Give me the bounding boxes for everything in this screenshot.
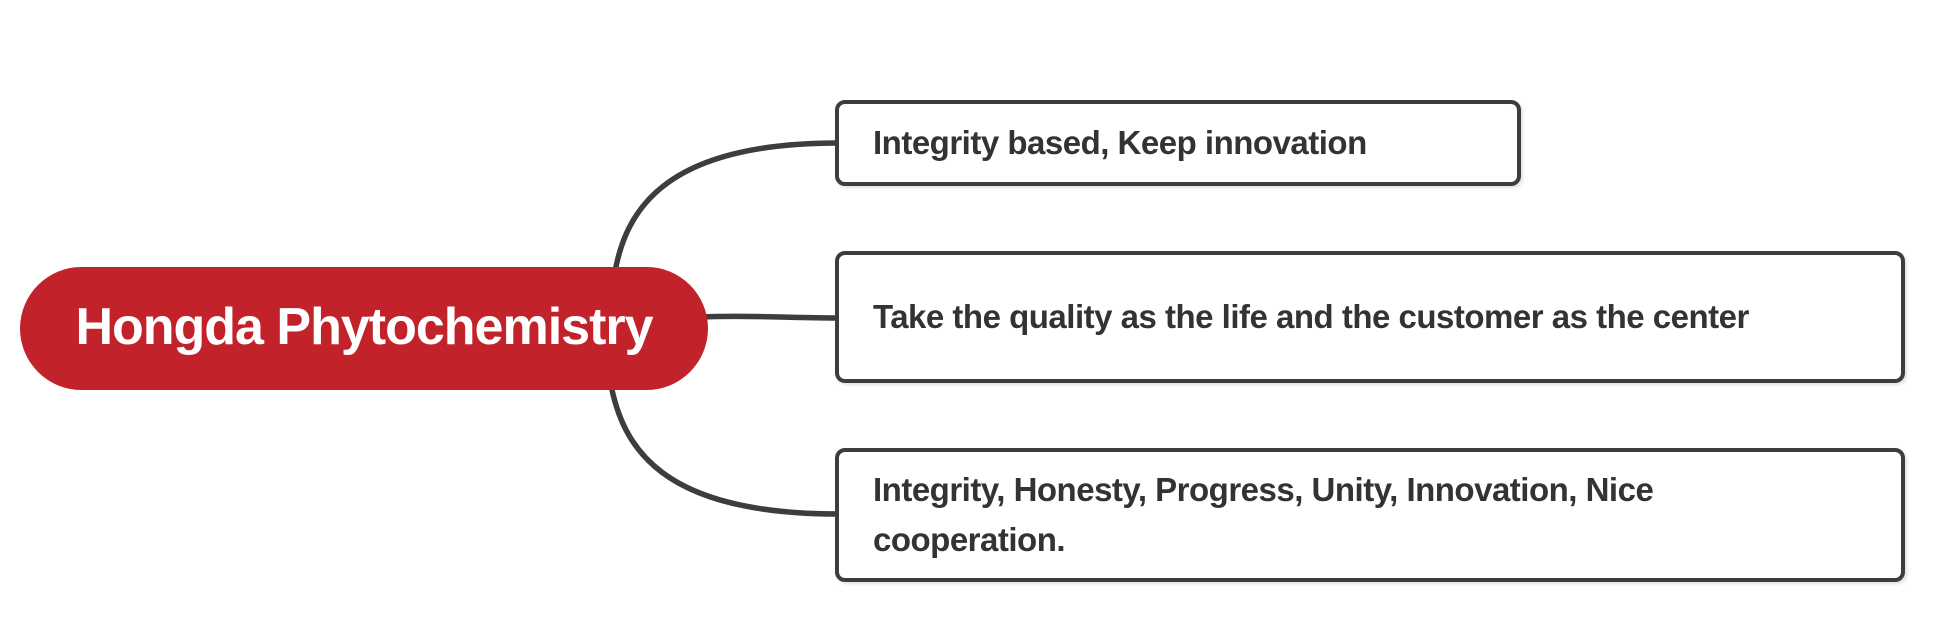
branch-node-label: Integrity, Honesty, Progress, Unity, Inn…	[873, 471, 1654, 558]
branch-node-label: Take the quality as the life and the cus…	[873, 298, 1749, 335]
connector-branch-bottom	[607, 377, 841, 517]
connector-branch-middle	[697, 313, 841, 321]
connector-branch-top	[611, 140, 841, 281]
root-node-hongda-phytochemistry[interactable]: Hongda Phytochemistry	[20, 267, 708, 390]
branch-node-quality-as-life[interactable]: Take the quality as the life and the cus…	[835, 251, 1905, 383]
root-node-label: Hongda Phytochemistry	[75, 297, 653, 356]
branch-node-integrity-based[interactable]: Integrity based, Keep innovation	[835, 100, 1521, 186]
branch-node-core-values[interactable]: Integrity, Honesty, Progress, Unity, Inn…	[835, 448, 1905, 582]
branch-node-label: Integrity based, Keep innovation	[873, 124, 1367, 161]
